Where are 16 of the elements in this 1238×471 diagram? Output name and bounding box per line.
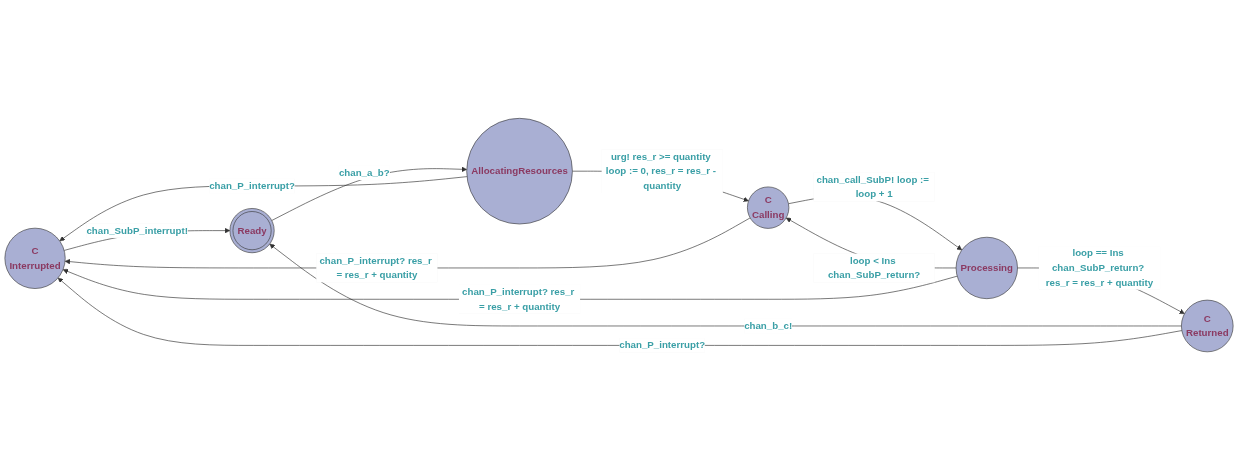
edge-label: chan_P_interrupt? res_r = res_r + quantity xyxy=(462,286,575,312)
edge-label: loop == Ins chan_SubP_return? res_r = res_r + quantity xyxy=(1045,247,1154,288)
node-circle: C Calling xyxy=(747,186,790,229)
edge-label: loop < Ins chan_SubP_return? xyxy=(827,255,921,281)
node-circle: Processing xyxy=(955,236,1018,299)
edge-label: chan_SubP_interrupt! xyxy=(86,225,188,236)
edge-label: urg! res_r >= quantity loop := 0, res_r = res_r - quantity xyxy=(605,151,716,191)
edge-label: chan_P_interrupt? xyxy=(209,180,295,191)
edge-label: chan_a_b? xyxy=(338,167,390,178)
edge-label: chan_call_SubP! loop := loop + 1 xyxy=(816,174,930,200)
edge-label: chan_P_interrupt? xyxy=(619,339,706,351)
node-circle: C Returned xyxy=(1181,299,1234,353)
node-circle: C Interrupted xyxy=(4,227,66,289)
edge-label: chan_P_interrupt? res_r = res_r + quantity xyxy=(319,255,432,281)
node-circle: AllocatingResources xyxy=(466,118,573,225)
edge-label: chan_b_c! xyxy=(744,320,793,331)
